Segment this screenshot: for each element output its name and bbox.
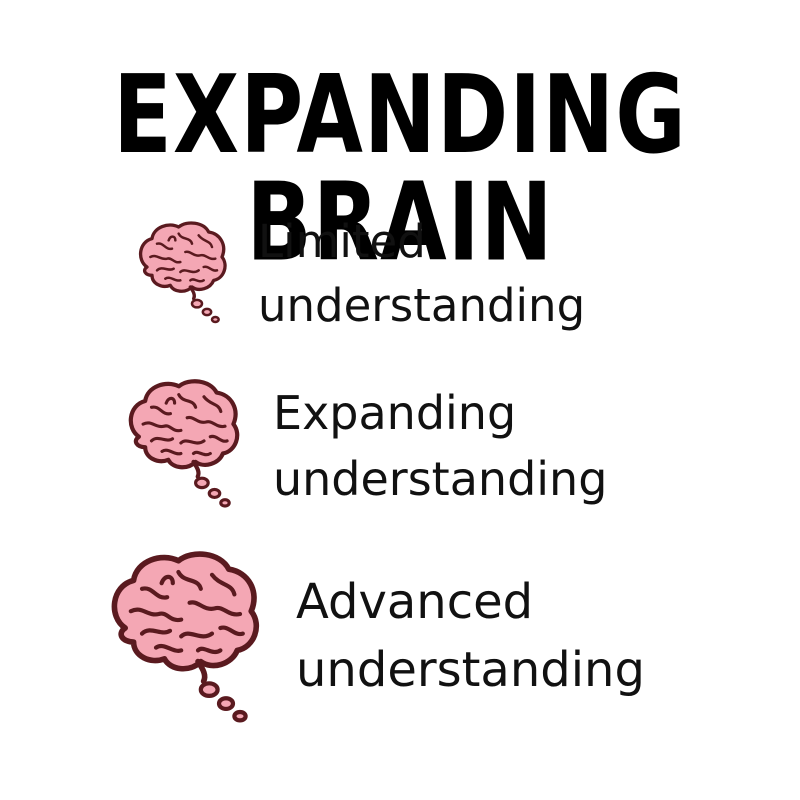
level-label-line2: understanding — [273, 452, 608, 506]
brain-icon-medium — [120, 372, 246, 514]
page-title: EXPANDING BRAIN — [113, 53, 687, 286]
level-label-line1: Advanced — [296, 574, 534, 630]
brain-icon-large — [100, 544, 268, 740]
level-label-line1: Expanding — [273, 386, 517, 440]
level-label: Limited understanding — [258, 210, 585, 338]
level-label-line2: understanding — [258, 279, 586, 332]
level-label-line1: Limited — [258, 215, 426, 268]
level-label: Expanding understanding — [273, 380, 607, 512]
level-label: Advanced understanding — [296, 568, 645, 704]
brain-icon-small — [132, 216, 232, 328]
level-label-line2: understanding — [296, 642, 645, 698]
